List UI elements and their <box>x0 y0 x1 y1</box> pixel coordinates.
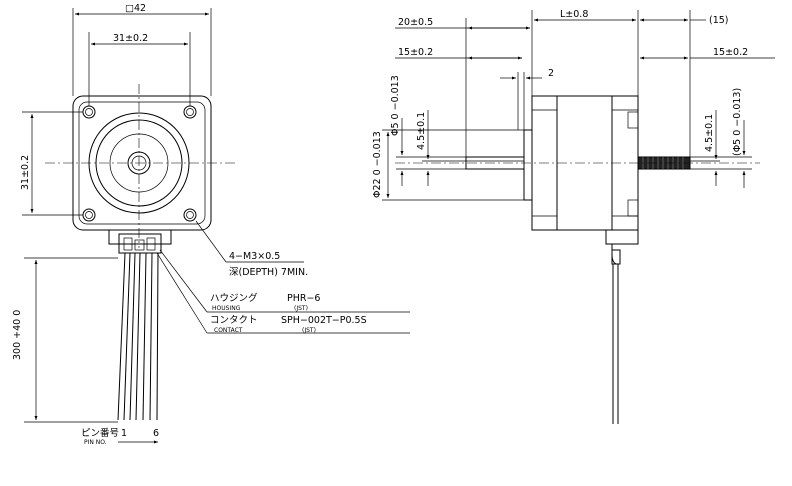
housing-label-jp: ハウジング <box>210 292 258 304</box>
dim-shaft-dia-label: Φ5 0 −0.013 <box>390 75 401 136</box>
mounting-holes <box>82 105 197 222</box>
lead-wires <box>117 252 159 421</box>
front-view: □42 31±0.2 31±0.2 300 +40 0 4−M3×0.5 深(D… <box>12 3 410 446</box>
dim-body-length-label: L±0.8 <box>560 9 588 20</box>
dim-flat-rear-label: 4.5±0.1 <box>704 114 715 152</box>
pin-label-en: PIN NO. <box>84 439 107 446</box>
dim-rear-shaft-dia-label: (Φ5 0 −0.013) <box>732 88 743 156</box>
contact-maker: (JST) <box>302 327 316 334</box>
housing-label-en: HOUSING <box>212 305 241 312</box>
dim-hole-pitch-v-label: 31±0.2 <box>20 155 31 190</box>
screw-callout-line1: 4−M3×0.5 <box>229 251 280 262</box>
contact-label-en: CONTACT <box>214 327 243 334</box>
dim-rear-small-label: 15±0.2 <box>713 47 748 58</box>
pin-first: 1 <box>121 428 127 439</box>
side-view: L±0.8 (15) 20±0.5 15±0.2 15±0.2 2 Φ22 0 … <box>372 9 775 424</box>
dim-lead-length-label: 300 +40 0 <box>12 310 23 360</box>
dim-flat-front-label: 4.5±0.1 <box>416 112 427 150</box>
dim-shaft-front-label: 20±0.5 <box>398 17 433 28</box>
front-boss <box>523 129 533 201</box>
housing-maker: (JST) <box>294 305 308 312</box>
rear-shaft <box>637 156 691 170</box>
housing-part-number: PHR−6 <box>287 293 320 304</box>
dim-hole-pitch-h-label: 31±0.2 <box>113 33 148 44</box>
contact-label-jp: コンタクト <box>210 315 258 326</box>
dim-front-small-label: 15±0.2 <box>398 47 433 58</box>
dim-square-label: □42 <box>125 3 146 14</box>
contact-part-number: SPH−002T−P0.5S <box>281 315 367 326</box>
pin-last: 6 <box>153 428 159 439</box>
pin-label-jp: ピン番号 <box>81 427 119 439</box>
dim-flange-label: 2 <box>548 68 554 79</box>
connector-housing <box>108 229 172 254</box>
dim-boss-dia-label: Φ22 0 −0.013 <box>372 131 383 198</box>
dim-rear-shaft-label: (15) <box>709 15 729 26</box>
screw-callout-line2: 深(DEPTH) 7MIN. <box>229 267 308 278</box>
